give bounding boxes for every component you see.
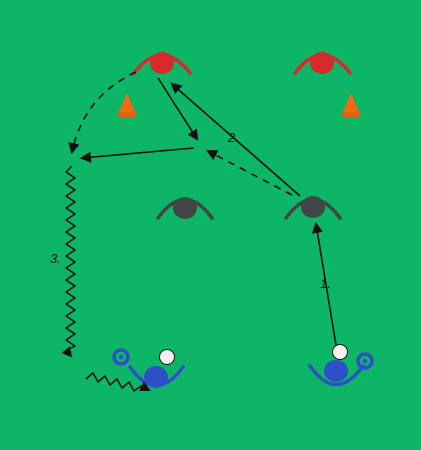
dribble-arrow-to-attacker xyxy=(85,372,151,392)
run-arrow-defender-down xyxy=(157,77,199,141)
cone-right xyxy=(341,93,361,118)
cone-left xyxy=(117,93,137,118)
defender-left xyxy=(132,52,192,75)
pass-arrow-across xyxy=(79,147,195,163)
ball-left xyxy=(159,349,175,365)
defender-right xyxy=(293,52,352,75)
neutral-player-left xyxy=(156,197,214,220)
ball-right xyxy=(332,344,348,360)
step-label-2: 2. xyxy=(227,130,239,145)
pass-arrow-2-dashed xyxy=(206,149,293,196)
step-label-1: 1. xyxy=(320,276,331,291)
neutral-player-right xyxy=(284,196,342,220)
attacker-right xyxy=(308,352,374,387)
run-arrow-neutral-to-defender xyxy=(170,82,301,197)
curved-dashed-arrow xyxy=(68,71,137,155)
dribble-arrow-3 xyxy=(61,165,76,358)
step-label-3: 3. xyxy=(50,251,61,266)
pass-arrow-1 xyxy=(311,221,337,346)
